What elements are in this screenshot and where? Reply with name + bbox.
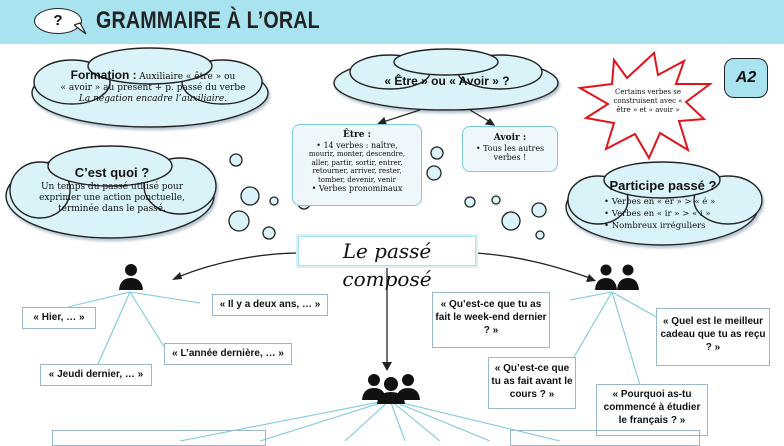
- star-note: Certains verbes se construisent avec « ê…: [613, 88, 683, 114]
- cest-quoi-title: C’est quoi ?: [74, 165, 150, 180]
- page-title: GRAMMAIRE À L’ORAL: [96, 7, 320, 34]
- participe-title: Participe passé ?: [609, 178, 717, 193]
- two-people-icon: [595, 264, 639, 290]
- speech-tail-icon: [74, 22, 87, 35]
- participe-cloud: [565, 161, 763, 246]
- thought-bubbles: [228, 146, 547, 240]
- formation-cloud: [31, 47, 269, 128]
- right-box-cours: « Qu’est-ce que tu as fait avant le cour…: [488, 357, 576, 409]
- formation-title: Formation :: [70, 68, 137, 82]
- cest-quoi-text: C’est quoi ? Un temps du passé utilisé p…: [22, 165, 202, 215]
- participe-text: Participe passé ? • Verbes en « er » > «…: [590, 178, 736, 232]
- list-item: • Verbes en « ir » > « i »: [604, 209, 711, 219]
- bottom-box-left: [52, 430, 266, 446]
- cest-quoi-cloud: [5, 145, 217, 239]
- person-icon: [119, 264, 143, 290]
- left-box-jeudi: « Jeudi dernier, … »: [40, 364, 152, 386]
- left-branch-lines: [67, 291, 201, 365]
- left-box-hier: « Hier, … »: [22, 307, 96, 329]
- etre-box: Être : • 14 verbes : naître, mourir, mon…: [292, 124, 422, 206]
- star-burst-icon: [576, 51, 713, 161]
- etre-avoir-cloud: [333, 48, 559, 111]
- list-item: • Nombreux irréguliers: [604, 221, 706, 231]
- left-box-annee: « L’année dernière, … »: [164, 343, 292, 365]
- connector-arrows: [376, 109, 496, 126]
- list-item: • Verbes en « er » > « é »: [604, 197, 716, 207]
- bottom-branch-lines: [179, 399, 561, 441]
- left-box-il-y-a: « Il y a deux ans, … »: [212, 294, 328, 316]
- right-box-francais: « Pourquoi as-tu commencé à étudier le f…: [596, 384, 708, 436]
- avoir-box: Avoir : • Tous les autres verbes !: [462, 126, 558, 172]
- right-branch-lines: [569, 291, 659, 386]
- right-box-cadeau: « Quel est le meilleur cadeau que tu as …: [656, 308, 770, 366]
- bottom-box-right: [510, 430, 700, 446]
- participe-list: • Verbes en « er » > « é » • Verbes en «…: [590, 196, 736, 232]
- speech-bubble-icon: ?: [34, 8, 82, 34]
- formation-text: Formation : Auxiliaire « être » ou « avo…: [60, 68, 246, 104]
- central-topic: Le passé composé: [298, 236, 476, 291]
- etre-avoir-question: « Être » ou « Avoir » ?: [384, 74, 510, 88]
- header-bar: ? GRAMMAIRE À L’ORAL: [0, 0, 784, 44]
- right-box-weekend: « Qu’est-ce que tu as fait le week-end d…: [432, 292, 550, 348]
- level-badge: A2: [724, 58, 768, 98]
- group-icon: [362, 374, 420, 404]
